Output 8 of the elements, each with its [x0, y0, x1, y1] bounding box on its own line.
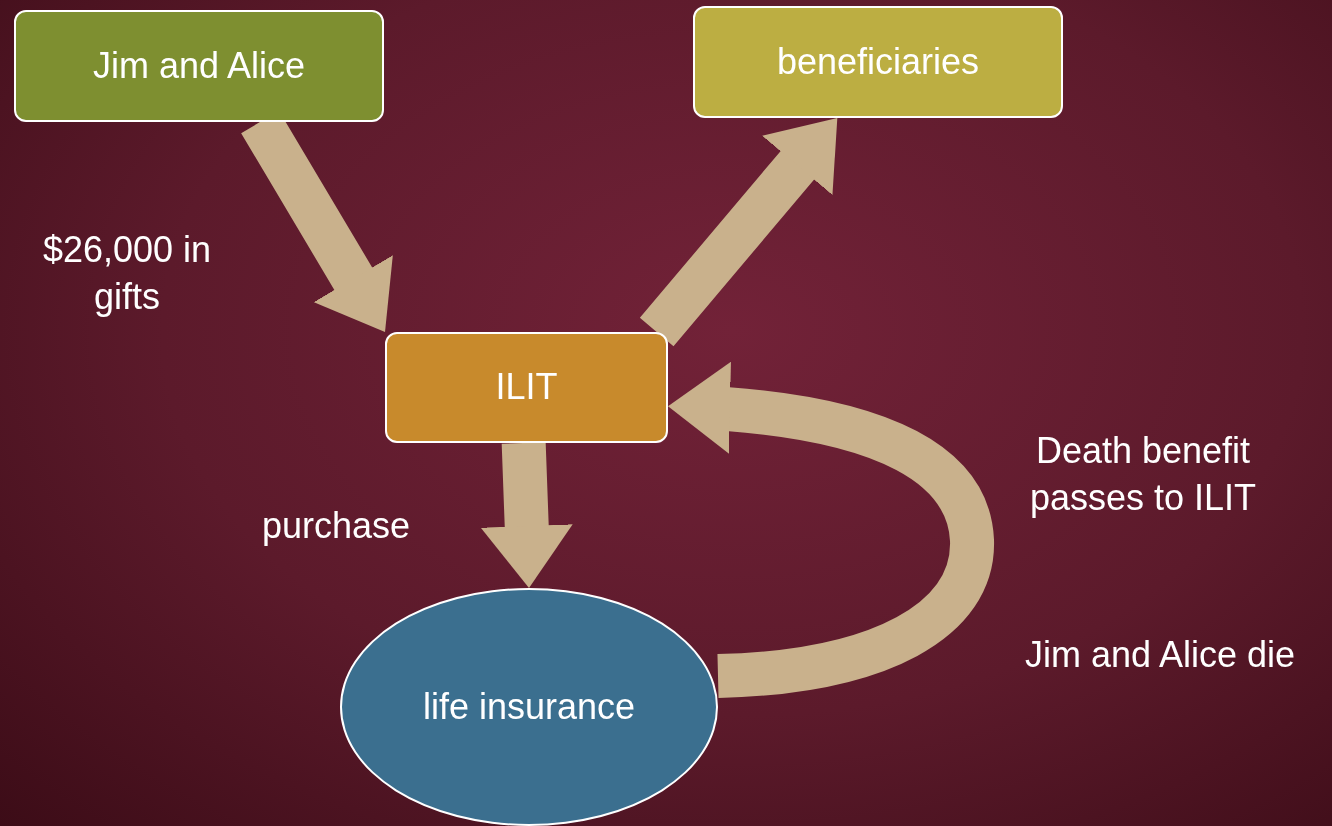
ellipse-node: life insurance — [340, 588, 718, 826]
rounded-box: Jim and Alice — [14, 10, 384, 122]
edge-label: purchase — [260, 504, 412, 548]
rounded-box: beneficiaries — [693, 6, 1063, 118]
edge-label: Death benefit passes to ILIT — [1028, 429, 1258, 520]
edge-label: $26,000 in gifts — [41, 228, 213, 319]
rounded-box: ILIT — [385, 332, 668, 443]
note-text: Jim and Alice die — [1023, 633, 1297, 677]
